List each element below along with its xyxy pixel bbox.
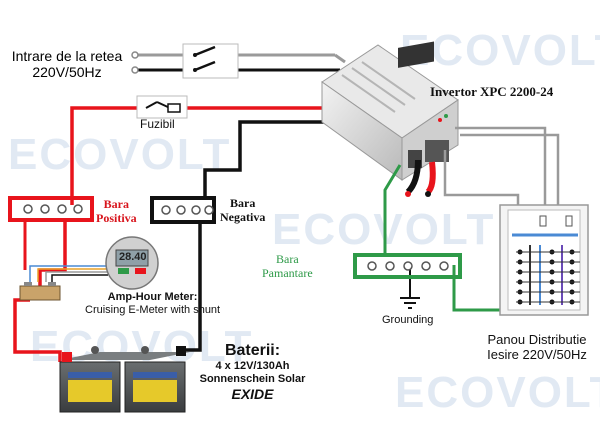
positive-wire — [13, 106, 345, 362]
positive-bar-label: Bara Positiva — [96, 197, 137, 226]
distribution-panel — [499, 204, 589, 316]
negative-wire — [185, 120, 345, 352]
battery-bank — [59, 346, 190, 413]
watermark-center: ECOVOLT — [272, 205, 496, 254]
panel-line1: Panou Distributie — [487, 332, 587, 347]
negative-bar-line1: Bara — [229, 196, 256, 210]
grid-input-line2: 220V/50Hz — [32, 64, 102, 81]
meter-wires — [29, 265, 108, 282]
positive-bar-line1: Bara — [103, 197, 129, 211]
inverter-unit — [321, 41, 459, 181]
fuse-icon — [136, 95, 188, 119]
batteries-label: Baterii: 4 x 12V/130Ah Sonnenschein Sola… — [195, 342, 310, 402]
shunt-icon — [19, 282, 61, 301]
meter-subtitle: Cruising E-Meter with shunt — [85, 303, 221, 316]
inverter-dc-cables — [405, 159, 436, 197]
grid-input-line1: Intrare de la retea — [11, 48, 123, 64]
ground-bar-label: Bara Pamantare — [262, 252, 313, 281]
batteries-spec: 4 x 12V/130Ah — [215, 360, 290, 373]
negative-bar-line2: Negativa — [220, 209, 266, 224]
input-switch-icon — [182, 43, 239, 79]
negative-bus-bar — [150, 196, 216, 224]
ac-output-wires — [443, 126, 560, 210]
ground-bar-line1: Bara — [276, 252, 299, 266]
inverter-label: Invertor XPC 2200-24 — [430, 84, 554, 99]
watermark-bottom-right: ECOVOLT — [395, 368, 600, 417]
grid-input-label: Intrare de la retea 220V/50Hz — [2, 48, 132, 80]
amp-hour-meter-icon — [105, 236, 159, 290]
batteries-maker: EXIDE — [231, 385, 274, 402]
ground-wire — [383, 164, 500, 312]
positive-bus-bar — [8, 196, 94, 222]
batteries-title: Baterii: — [224, 342, 281, 359]
watermark-left: ECOVOLT — [8, 130, 232, 179]
ground-bus-bar — [353, 253, 462, 279]
grounding-label: Grounding — [382, 314, 434, 326]
panel-label: Panou Distributie Iesire 220V/50Hz — [476, 332, 598, 363]
positive-bar-line2: Positiva — [96, 210, 137, 225]
ground-bar-line2: Pamantare — [262, 265, 313, 280]
batteries-brand: Sonnenschein Solar — [199, 373, 306, 386]
meter-display-text: 28.40 — [119, 251, 147, 263]
meter-label: Amp-Hour Meter: Cruising E-Meter with sh… — [85, 291, 220, 316]
panel-line2: Iesire 220V/50Hz — [487, 346, 587, 362]
negative-bar-label: Bara Negativa — [220, 196, 266, 225]
meter-title: Amp-Hour Meter: — [107, 291, 198, 303]
fuse-label: Fuzibil — [140, 117, 175, 131]
